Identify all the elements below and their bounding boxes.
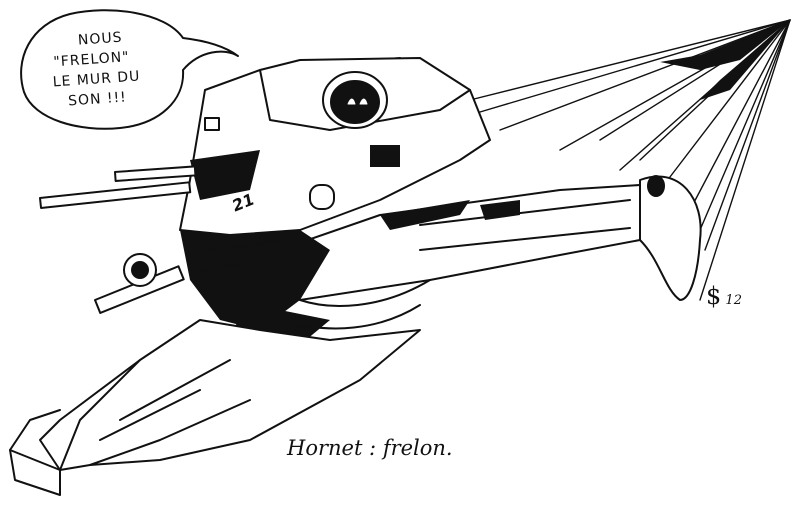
hull-shadow xyxy=(180,230,330,330)
ink-burst xyxy=(660,20,790,70)
cannons xyxy=(39,165,197,314)
engine-cone xyxy=(639,175,702,301)
pilot-helmet xyxy=(330,80,380,124)
nose-prow xyxy=(9,449,61,496)
artist-signature: $ 12 xyxy=(706,282,742,310)
lower-wing xyxy=(59,319,421,471)
engine-port xyxy=(647,175,665,197)
caption: Hornet : frelon. xyxy=(287,436,453,460)
speech-bubble-text: NOUS "FRELON" LE MUR DU SON !!! xyxy=(49,24,184,113)
signature-year: 12 xyxy=(725,293,742,308)
signature-mark: $ xyxy=(706,282,722,310)
speech-bubble-outline xyxy=(20,9,239,130)
